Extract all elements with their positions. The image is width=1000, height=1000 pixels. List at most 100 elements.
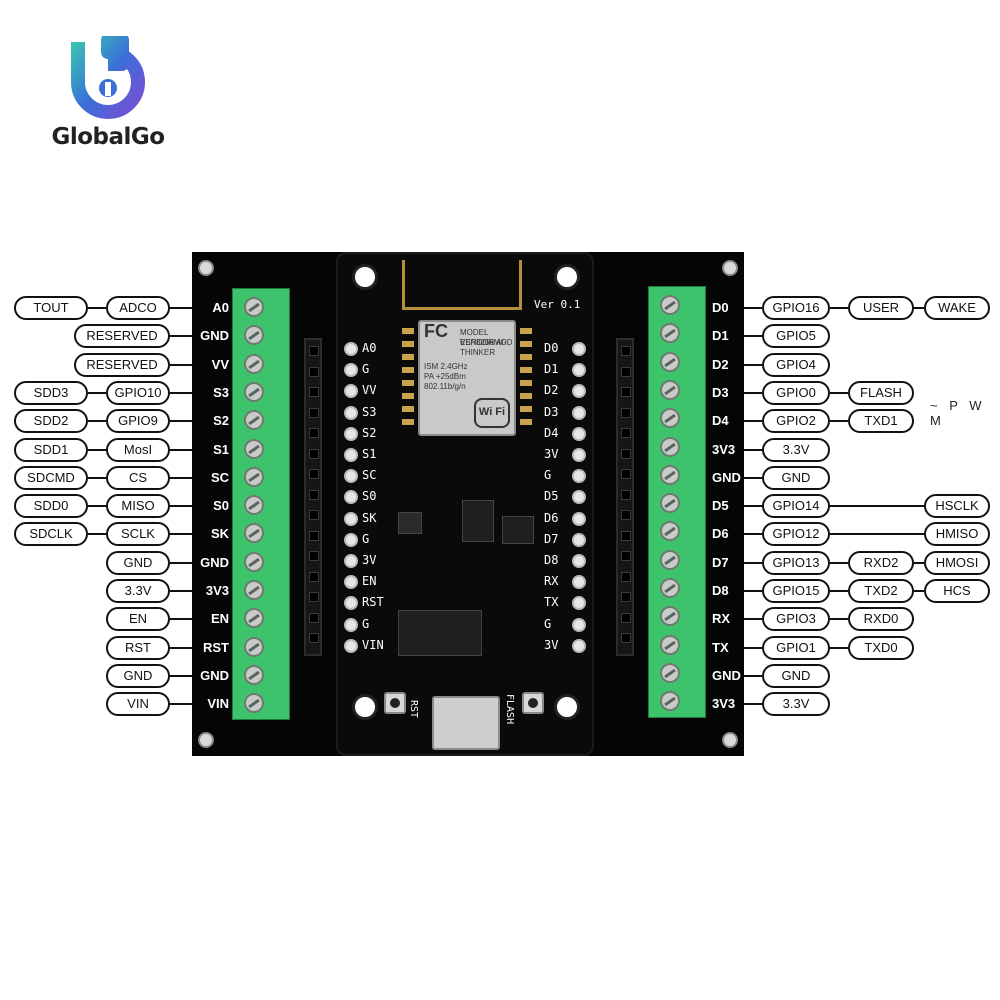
terminal-screw[interactable] <box>244 353 264 374</box>
left-pin-label: SK <box>210 526 229 542</box>
terminal-screw[interactable] <box>244 410 264 431</box>
terminal-screw[interactable] <box>244 381 264 402</box>
mount-hole <box>198 732 214 748</box>
terminal-screw[interactable] <box>660 295 680 315</box>
left-callout: RESERVED <box>74 324 170 349</box>
terminal-screw[interactable] <box>244 580 264 600</box>
terminal-screw[interactable] <box>660 662 680 683</box>
callout-leader-line <box>170 505 192 508</box>
mcu-pin-hole <box>344 384 358 399</box>
mcu-pin-hole <box>572 596 586 611</box>
mcu-left-pin-label: EN <box>362 574 377 589</box>
flash-button[interactable] <box>522 692 544 714</box>
mount-hole <box>198 260 214 276</box>
terminal-screw[interactable] <box>244 297 264 317</box>
left-callout: CS <box>106 465 170 490</box>
mcu-left-pin-label: SC <box>362 468 377 483</box>
terminal-screw[interactable] <box>660 606 680 627</box>
esp-pad <box>402 354 414 360</box>
callout-leader-line <box>830 590 848 592</box>
terminal-screw[interactable] <box>244 438 264 459</box>
header-pin <box>309 366 319 377</box>
callout-leader-line <box>88 307 106 309</box>
mcu-right-pin-label: D6 <box>544 510 559 525</box>
left-pin-label: S1 <box>213 441 229 457</box>
right-pin-label: D6 <box>712 526 729 542</box>
rst-button[interactable] <box>384 692 406 714</box>
mcu-pin-hole <box>572 575 586 590</box>
terminal-screw[interactable] <box>660 408 680 429</box>
micro-usb-port[interactable] <box>432 696 500 750</box>
terminal-screw[interactable] <box>244 325 264 346</box>
terminal-screw[interactable] <box>660 521 680 542</box>
esp-pad <box>402 406 414 412</box>
callout-leader-line <box>88 476 106 479</box>
right-callout: GPIO1 <box>762 635 830 660</box>
terminal-screw[interactable] <box>660 549 680 570</box>
terminal-screw[interactable] <box>244 466 264 487</box>
terminal-screw[interactable] <box>660 493 680 514</box>
mount-hole <box>722 732 738 748</box>
header-pin <box>309 530 319 541</box>
usb-serial-chip <box>398 610 482 656</box>
header-pin <box>309 387 319 397</box>
left-callout: SDD3 <box>14 380 88 405</box>
brand-name: GlobalGo <box>51 124 165 150</box>
right-pin-label: D1 <box>712 328 729 344</box>
wifi-logo: Wi Fi <box>474 398 510 428</box>
mcu-right-pin-label: D0 <box>544 341 559 355</box>
terminal-screw[interactable] <box>244 636 264 657</box>
right-callout: TXD0 <box>848 635 914 660</box>
terminal-screw[interactable] <box>244 495 264 516</box>
left-callout: SDCMD <box>14 465 88 490</box>
mcu-left-pin-label: VV <box>362 383 377 398</box>
right-callout: HSCLK <box>924 494 990 519</box>
terminal-screw[interactable] <box>244 693 264 714</box>
terminal-screw[interactable] <box>244 664 264 685</box>
mcu-right-pin-label: D7 <box>544 531 559 546</box>
terminal-screw[interactable] <box>660 634 680 655</box>
esp-pad <box>402 380 414 386</box>
callout-leader-line <box>170 363 192 366</box>
terminal-screw[interactable] <box>660 436 680 457</box>
terminal-screw[interactable] <box>244 551 264 572</box>
terminal-screw[interactable] <box>660 379 680 400</box>
right-pin-label: RX <box>712 611 731 627</box>
pwm-note: ~ P W M <box>930 398 986 428</box>
header-pin <box>621 633 631 643</box>
header-pin <box>309 469 319 479</box>
mcu-pin-hole <box>572 342 586 356</box>
mcu-right-pin-label: 3V <box>544 447 559 461</box>
terminal-screw[interactable] <box>660 351 680 372</box>
terminal-screw[interactable] <box>244 523 264 544</box>
terminal-screw[interactable] <box>660 691 680 712</box>
left-pin-label: S2 <box>213 413 229 429</box>
mcu-pin-hole <box>572 511 586 526</box>
mcu-right-pin-label: D4 <box>544 425 559 440</box>
globalgo-logo-icon <box>71 36 145 119</box>
right-callout: GPIO5 <box>762 324 830 349</box>
right-pin-label: GND <box>712 667 741 683</box>
terminal-screw[interactable] <box>660 323 680 344</box>
mcu-right-pin-label: G <box>544 616 552 631</box>
left-pin-header <box>304 338 322 656</box>
terminal-screw[interactable] <box>660 578 680 598</box>
left-callout: MosI <box>106 437 170 462</box>
left-callout: GND <box>106 663 170 688</box>
callout-leader-line <box>830 618 848 621</box>
left-callout: SDD1 <box>14 437 88 462</box>
left-callout: TOUT <box>14 296 88 320</box>
left-pin-label: S0 <box>213 498 229 514</box>
callout-leader-line <box>744 307 762 309</box>
header-pin <box>309 448 319 459</box>
header-pin <box>621 448 631 459</box>
callout-leader-line <box>170 476 192 479</box>
terminal-screw[interactable] <box>244 608 264 629</box>
right-callout: GPIO3 <box>762 607 830 632</box>
left-pin-label: A0 <box>212 300 229 315</box>
terminal-screw[interactable] <box>660 464 680 485</box>
esp-line: PA +25dBm <box>424 372 466 381</box>
right-pin-label: 3V3 <box>712 441 736 457</box>
left-callout: SCLK <box>106 522 170 547</box>
